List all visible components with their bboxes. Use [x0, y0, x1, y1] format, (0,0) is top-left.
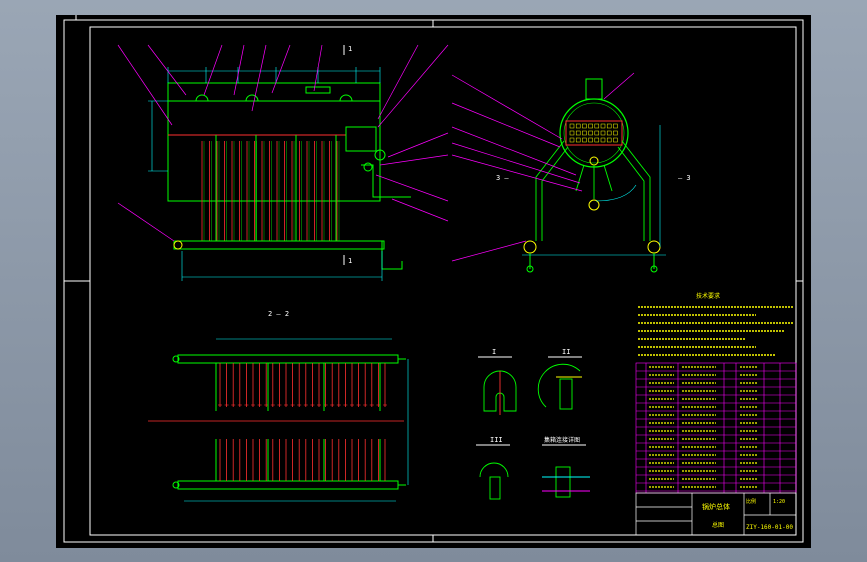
front-view: 1 1: [148, 45, 411, 281]
drawing-title: 锅炉总体: [702, 502, 730, 511]
casing-outline: [167, 82, 381, 202]
detail-c-label: III: [490, 436, 503, 444]
side-view: 3 — — 3: [496, 78, 691, 273]
detail-b-label: II: [562, 348, 570, 356]
sheet-label: 总图: [712, 521, 724, 529]
plan-view: 2 — 2: [148, 310, 409, 502]
parts-list-entries: [649, 366, 758, 488]
plan-dimensions: [184, 338, 409, 502]
technical-notes: 技术要求: [638, 292, 794, 356]
drum-internals: [565, 120, 623, 146]
side-downcomers: [535, 140, 651, 241]
plan-view-title: 2 — 2: [268, 310, 289, 318]
scale-label: 比例: [746, 498, 756, 505]
side-section-left: 3 —: [496, 174, 509, 182]
front-bottom-dimension: [181, 251, 383, 281]
lower-header: [173, 240, 385, 250]
sheet-border: [63, 19, 804, 543]
notes-title: 技术要求: [696, 292, 720, 300]
front-tube-bank: [201, 135, 340, 241]
cad-drawing: 1 1: [63, 15, 804, 543]
zone-marks: [64, 15, 803, 542]
top-nozzles: [195, 86, 353, 102]
side-leaders: [451, 72, 635, 262]
detail-views: I II III 集箱连接详图: [476, 348, 590, 500]
detail-d-label: 集箱连接详图: [544, 436, 580, 444]
title-block: [635, 492, 797, 536]
side-section-right: — 3: [678, 174, 691, 182]
scale-value: 1:20: [773, 499, 785, 505]
notes-body: [638, 306, 794, 356]
front-section-label-bottom: 1: [348, 257, 352, 265]
drum-tube-holes: [569, 123, 618, 143]
detail-a-label: I: [492, 348, 496, 356]
front-section-label: 1: [348, 45, 352, 53]
drawing-canvas: 1 1: [56, 15, 811, 548]
drawing-number: ZIY-160-01-00: [746, 524, 793, 531]
front-right-pipes: [345, 126, 411, 270]
plan-tube-bank: [215, 363, 387, 481]
top-dimensions: [167, 67, 381, 83]
front-leaders: [117, 44, 449, 242]
